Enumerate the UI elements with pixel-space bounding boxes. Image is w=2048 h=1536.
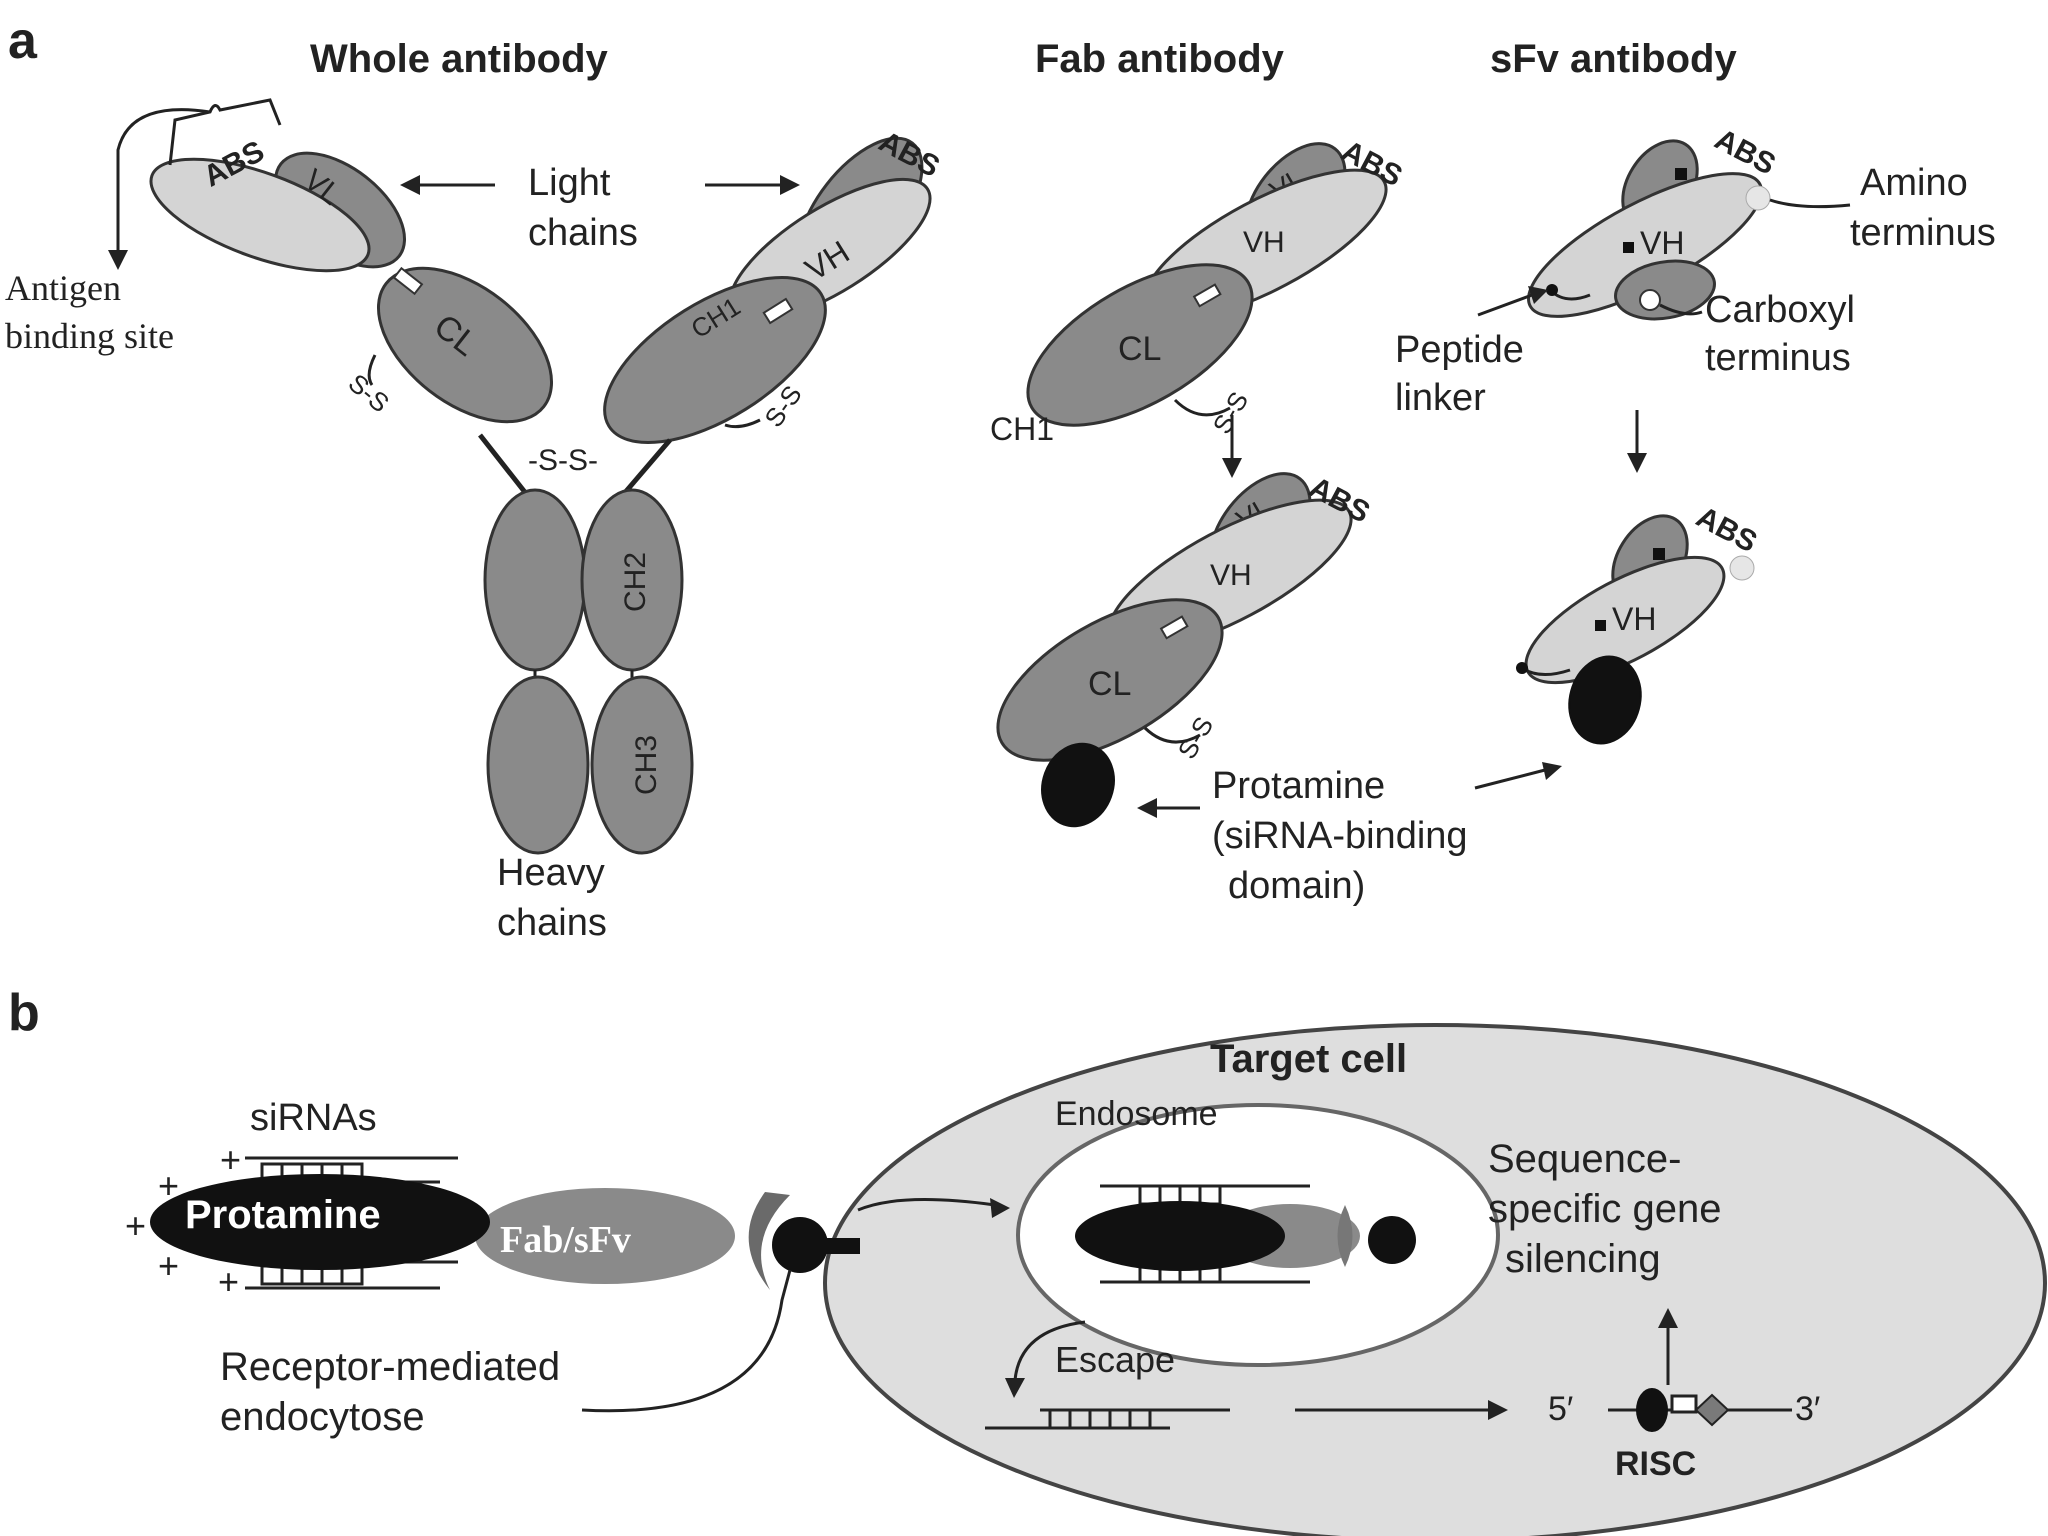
plus-5: + bbox=[218, 1261, 239, 1302]
sequence-specific-1: Sequence- bbox=[1488, 1137, 1681, 1181]
sfv-abs-top: ABS bbox=[1709, 123, 1780, 182]
plus-1: + bbox=[220, 1139, 241, 1180]
amino-terminus-1: Amino bbox=[1860, 162, 1968, 204]
fab-sfv-label: Fab/sFv bbox=[500, 1219, 631, 1261]
fab-cl-bottom: CL bbox=[1088, 665, 1131, 703]
protamine-label-1: Protamine bbox=[1212, 765, 1385, 807]
sequence-specific-2: specific gene bbox=[1488, 1187, 1721, 1231]
heavy-chains-2: chains bbox=[497, 902, 607, 944]
protamine-label-2: (siRNA-binding bbox=[1212, 815, 1468, 857]
fab-ch1-label: CH1 bbox=[990, 411, 1054, 447]
fab-vh-bottom: VH bbox=[1210, 559, 1252, 592]
target-cell-label: Target cell bbox=[1210, 1037, 1407, 1081]
whole-antibody: VL CL VH CH1 S-S S-S -S-S- CH2 bbox=[5, 98, 945, 944]
endosome-complex bbox=[1075, 1184, 1416, 1284]
peptide-linker-1: Peptide bbox=[1395, 329, 1524, 371]
receptor-mediated-1: Receptor-mediated bbox=[220, 1345, 560, 1389]
sfv-abs-bottom: ABS bbox=[1691, 500, 1762, 559]
risc-label: RISC bbox=[1615, 1445, 1696, 1483]
fab-antibody-top: VL VH CL ABS CH1 S-S bbox=[990, 134, 1408, 447]
amino-terminus-2: terminus bbox=[1850, 212, 1996, 254]
heavy-chains-1: Heavy bbox=[497, 852, 605, 894]
whole-ch2: CH2 bbox=[619, 552, 652, 612]
plus-4: + bbox=[158, 1245, 179, 1286]
five-prime-label: 5′ bbox=[1548, 1390, 1573, 1428]
sfv-antibody-bottom: VH ABS bbox=[1516, 500, 1762, 745]
sirna-protamine-complex bbox=[150, 1156, 860, 1290]
fab-antibody-bottom: VL VH CL ABS S-S bbox=[996, 471, 1375, 828]
carboxyl-terminus-1: Carboxyl bbox=[1705, 289, 1855, 331]
antigen-binding-site-1: Antigen bbox=[5, 268, 121, 308]
plus-2: + bbox=[158, 1165, 179, 1206]
sequence-specific-3: silencing bbox=[1505, 1237, 1661, 1281]
peptide-linker-2: linker bbox=[1395, 377, 1486, 419]
carboxyl-terminus-2: terminus bbox=[1705, 337, 1851, 379]
title-sfv-antibody: sFv antibody bbox=[1490, 37, 1737, 81]
sfv-vh-bottom: VH bbox=[1612, 601, 1656, 637]
fab-protamine-domain bbox=[1041, 742, 1115, 828]
released-sirna bbox=[985, 1408, 1230, 1430]
protamine-b-label: Protamine bbox=[185, 1193, 381, 1237]
sirnas-label: siRNAs bbox=[250, 1097, 377, 1139]
sfv-antibody-top: VH ABS Amino terminus Carboxyl terminus … bbox=[1395, 123, 1996, 419]
panel-b-letter: b bbox=[8, 984, 40, 1042]
fab-vh-top: VH bbox=[1243, 226, 1285, 259]
whole-ch3: CH3 bbox=[630, 735, 663, 795]
panel-a-letter: a bbox=[8, 12, 38, 70]
receptor-mediated-2: endocytose bbox=[220, 1395, 425, 1439]
sfv-vh-top: VH bbox=[1640, 225, 1684, 261]
light-chains-2: chains bbox=[528, 212, 638, 254]
escape-label: Escape bbox=[1055, 1339, 1175, 1380]
title-whole-antibody: Whole antibody bbox=[310, 37, 609, 81]
light-chains-1: Light bbox=[528, 162, 611, 204]
endosome-label: Endosome bbox=[1055, 1095, 1218, 1133]
fab-cl-top: CL bbox=[1118, 330, 1161, 368]
protamine-label-3: domain) bbox=[1228, 865, 1365, 907]
sfv-protamine-domain bbox=[1568, 655, 1642, 745]
antigen-binding-site-2: binding site bbox=[5, 316, 174, 356]
three-prime-label: 3′ bbox=[1795, 1390, 1820, 1428]
risc-complex bbox=[1608, 1388, 1792, 1432]
title-fab-antibody: Fab antibody bbox=[1035, 37, 1285, 81]
plus-3: + bbox=[125, 1205, 146, 1246]
whole-ss-hinge: -S-S- bbox=[528, 444, 598, 477]
